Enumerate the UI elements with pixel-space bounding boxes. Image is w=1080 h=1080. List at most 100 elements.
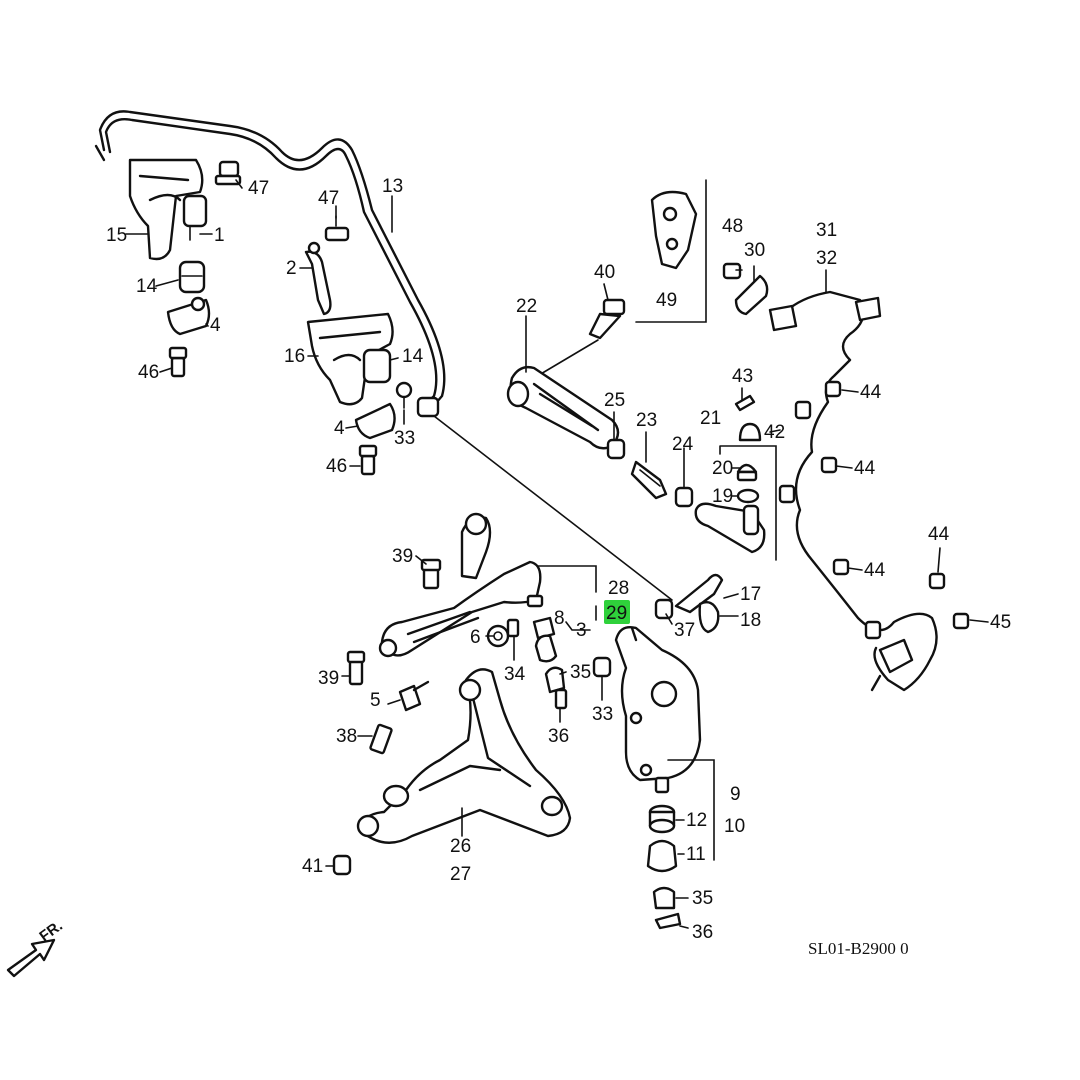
callout-35-upper: 35 bbox=[570, 662, 591, 683]
callout-14-left: 14 bbox=[136, 276, 158, 297]
bolt-44-c bbox=[832, 558, 850, 576]
compensator-arm-21 bbox=[694, 445, 777, 561]
bushing-14-left bbox=[178, 260, 206, 294]
callout-1: 1 bbox=[214, 225, 225, 246]
callout-21: 21 bbox=[700, 408, 721, 429]
callout-28: 28 bbox=[608, 578, 629, 599]
callout-35-lower: 35 bbox=[692, 888, 713, 909]
knuckle-9-10 bbox=[614, 626, 702, 794]
upper-control-arm bbox=[378, 512, 544, 658]
callout-10: 10 bbox=[724, 816, 745, 837]
link-leader-line bbox=[433, 415, 673, 601]
callout-44-b: 44 bbox=[854, 458, 876, 479]
callout-36-lower: 36 bbox=[692, 922, 713, 943]
cap-42 bbox=[738, 422, 762, 442]
callout-8: 8 bbox=[554, 608, 565, 629]
nut-24 bbox=[674, 486, 694, 508]
callout-29-highlighted: 29 bbox=[606, 603, 627, 624]
nut-41 bbox=[332, 854, 352, 876]
bolt-36-lower bbox=[654, 912, 682, 930]
callout-32: 32 bbox=[816, 248, 837, 269]
stabilizer-bar bbox=[94, 110, 446, 418]
callout-17: 17 bbox=[740, 584, 761, 605]
callout-44-c: 44 bbox=[864, 560, 886, 581]
callout-43: 43 bbox=[732, 366, 753, 387]
callout-11: 11 bbox=[686, 844, 706, 865]
callout-46-left: 46 bbox=[138, 362, 159, 383]
sensor-harness bbox=[768, 290, 938, 692]
bracket-49-box bbox=[635, 179, 707, 323]
callout-2: 2 bbox=[286, 258, 297, 279]
stabilizer-bracket-left bbox=[128, 158, 208, 261]
callout-33-upper: 33 bbox=[394, 428, 415, 449]
boot-20 bbox=[736, 463, 758, 482]
bushing-35-lower bbox=[652, 886, 676, 910]
bolt-39-lower bbox=[346, 650, 366, 686]
callout-18: 18 bbox=[740, 610, 761, 631]
callout-48: 48 bbox=[722, 216, 743, 237]
bolt-44-b bbox=[820, 456, 838, 474]
bolt-39-upper bbox=[420, 558, 442, 590]
bolt-44-d bbox=[928, 572, 946, 590]
callout-16: 16 bbox=[284, 346, 305, 367]
callout-47-left: 47 bbox=[248, 178, 269, 199]
callout-20: 20 bbox=[712, 458, 733, 479]
bolt-48 bbox=[722, 262, 742, 280]
callout-9: 9 bbox=[730, 784, 741, 805]
callout-5: 5 bbox=[370, 690, 381, 711]
callout-45: 45 bbox=[990, 612, 1011, 633]
bolt-46-center bbox=[358, 444, 378, 476]
bolt-44-a bbox=[824, 380, 842, 398]
link-17-18 bbox=[674, 573, 724, 634]
link-2 bbox=[304, 241, 332, 316]
nut-33-lower bbox=[592, 656, 612, 678]
callout-13: 13 bbox=[382, 176, 403, 197]
callout-22: 22 bbox=[516, 296, 537, 317]
callout-4-center: 4 bbox=[334, 418, 345, 439]
lower-arm-26-27 bbox=[356, 668, 572, 844]
bolt-46-left bbox=[168, 346, 188, 378]
adjuster-bolt-23 bbox=[630, 460, 668, 500]
clip-30 bbox=[734, 274, 769, 316]
callout-15: 15 bbox=[106, 225, 127, 246]
callout-49: 49 bbox=[656, 290, 677, 311]
callout-39-lower: 39 bbox=[318, 668, 339, 689]
callout-14-center: 14 bbox=[402, 346, 424, 367]
diagram-code: SL01-B2900 0 bbox=[808, 939, 909, 958]
callout-30: 30 bbox=[744, 240, 765, 261]
bushing-11 bbox=[646, 839, 678, 873]
nut-33-upper bbox=[395, 381, 413, 409]
clip-19 bbox=[736, 488, 760, 504]
front-label: FR. bbox=[36, 917, 66, 945]
callout-37: 37 bbox=[674, 620, 695, 641]
callout-40: 40 bbox=[594, 262, 615, 283]
nut-37 bbox=[654, 598, 674, 620]
callout-41: 41 bbox=[302, 856, 323, 877]
callout-46-center: 46 bbox=[326, 456, 347, 477]
callout-23: 23 bbox=[636, 410, 657, 431]
callout-36-upper: 36 bbox=[548, 726, 569, 747]
callout-38: 38 bbox=[336, 726, 357, 747]
stabilizer-bracket-center bbox=[306, 312, 394, 406]
callout-labels: 15 1 47 14 4 46 2 47 13 16 14 4 33 46 22… bbox=[106, 176, 1011, 943]
callout-24: 24 bbox=[672, 434, 694, 455]
callout-31: 31 bbox=[816, 220, 837, 241]
callout-44-d: 44 bbox=[928, 524, 950, 545]
bolt-45 bbox=[952, 612, 970, 630]
bolt-5 bbox=[398, 680, 430, 712]
callout-26: 26 bbox=[450, 836, 471, 857]
bolt-47-left bbox=[214, 160, 242, 186]
bolt-47-center bbox=[324, 215, 350, 242]
clamp-4-center bbox=[354, 402, 396, 440]
bolt-40 bbox=[588, 298, 626, 340]
bushing-8 bbox=[532, 616, 556, 640]
bushing-14-center bbox=[362, 348, 392, 384]
callout-47-center: 47 bbox=[318, 188, 339, 209]
callout-33-lower: 33 bbox=[592, 704, 613, 725]
callout-19: 19 bbox=[712, 486, 733, 507]
front-direction-arrow: FR. bbox=[6, 917, 66, 978]
callout-44-a: 44 bbox=[860, 382, 882, 403]
nut-43 bbox=[734, 394, 756, 412]
leader-lines bbox=[125, 179, 989, 929]
